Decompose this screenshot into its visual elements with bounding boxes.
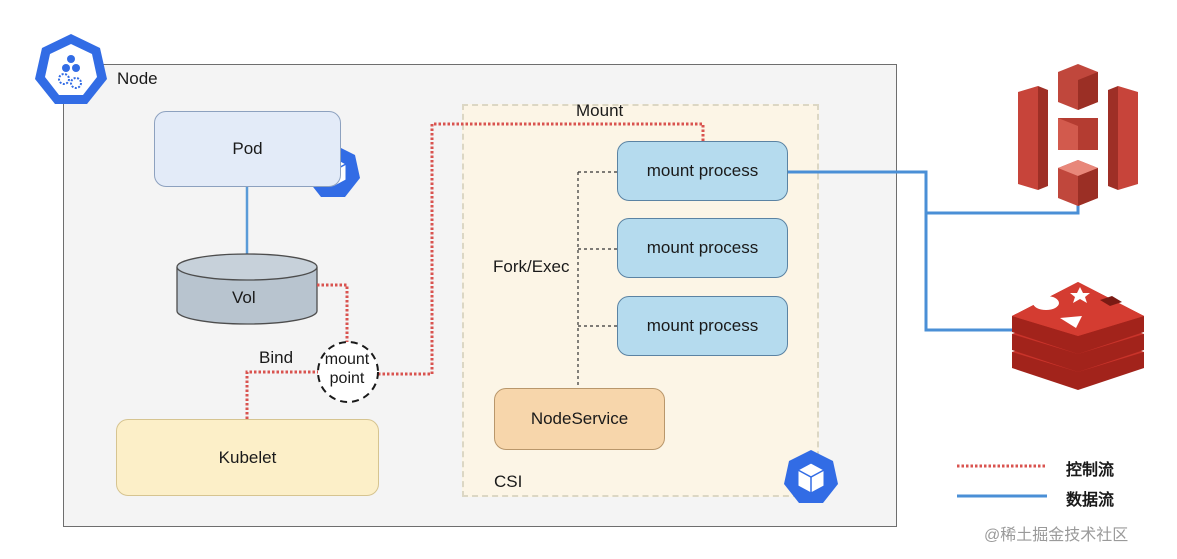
csi-label: CSI [494,472,523,491]
fork-exec-edge-label: Fork/Exec [493,257,570,276]
mount-edge-label: Mount [576,101,624,120]
kubelet-mountpoint-control [245,370,318,419]
kubelet-box: Kubelet [116,419,379,496]
kubelet-label: Kubelet [218,447,277,467]
bind-edge-label: Bind [259,348,294,367]
node-service-label: NodeService [530,409,629,428]
mount-process-label: mount process [646,238,759,257]
node-service-box: NodeService [494,388,665,450]
legend-data-flow-label: 数据流 [1066,492,1115,509]
redis-icon [1012,282,1144,390]
mount-point-label: mount point [317,350,377,388]
node-label: Node [117,69,158,88]
mount-point-line-1: mount [324,351,370,368]
pod-label: Pod [232,139,263,158]
legend-control-flow-label: 控制流 [1066,462,1115,479]
s3-bucket-icon [1018,64,1138,206]
mount-process-label: mount process [646,316,759,335]
mount-process-box: mount process [617,218,788,278]
watermark: @稀土掘金技术社区 [984,527,1129,544]
mount-process-box: mount process [617,141,788,201]
mount-point-line-2: point [329,370,365,387]
mount-point-circle [317,341,379,403]
node-k8s-icon [35,34,107,104]
volume-label: Vol [232,288,256,307]
mount-process-label: mount process [646,161,759,180]
mountpoint-mountprocess-control [378,122,705,376]
mountprocess-redis-data [924,213,1012,332]
mount-process-box: mount process [617,296,788,356]
pod-box: Pod [154,111,341,187]
vol-mountpoint-control [317,283,349,343]
csi-k8s-icon [784,450,838,503]
volume-cylinder [176,253,318,325]
